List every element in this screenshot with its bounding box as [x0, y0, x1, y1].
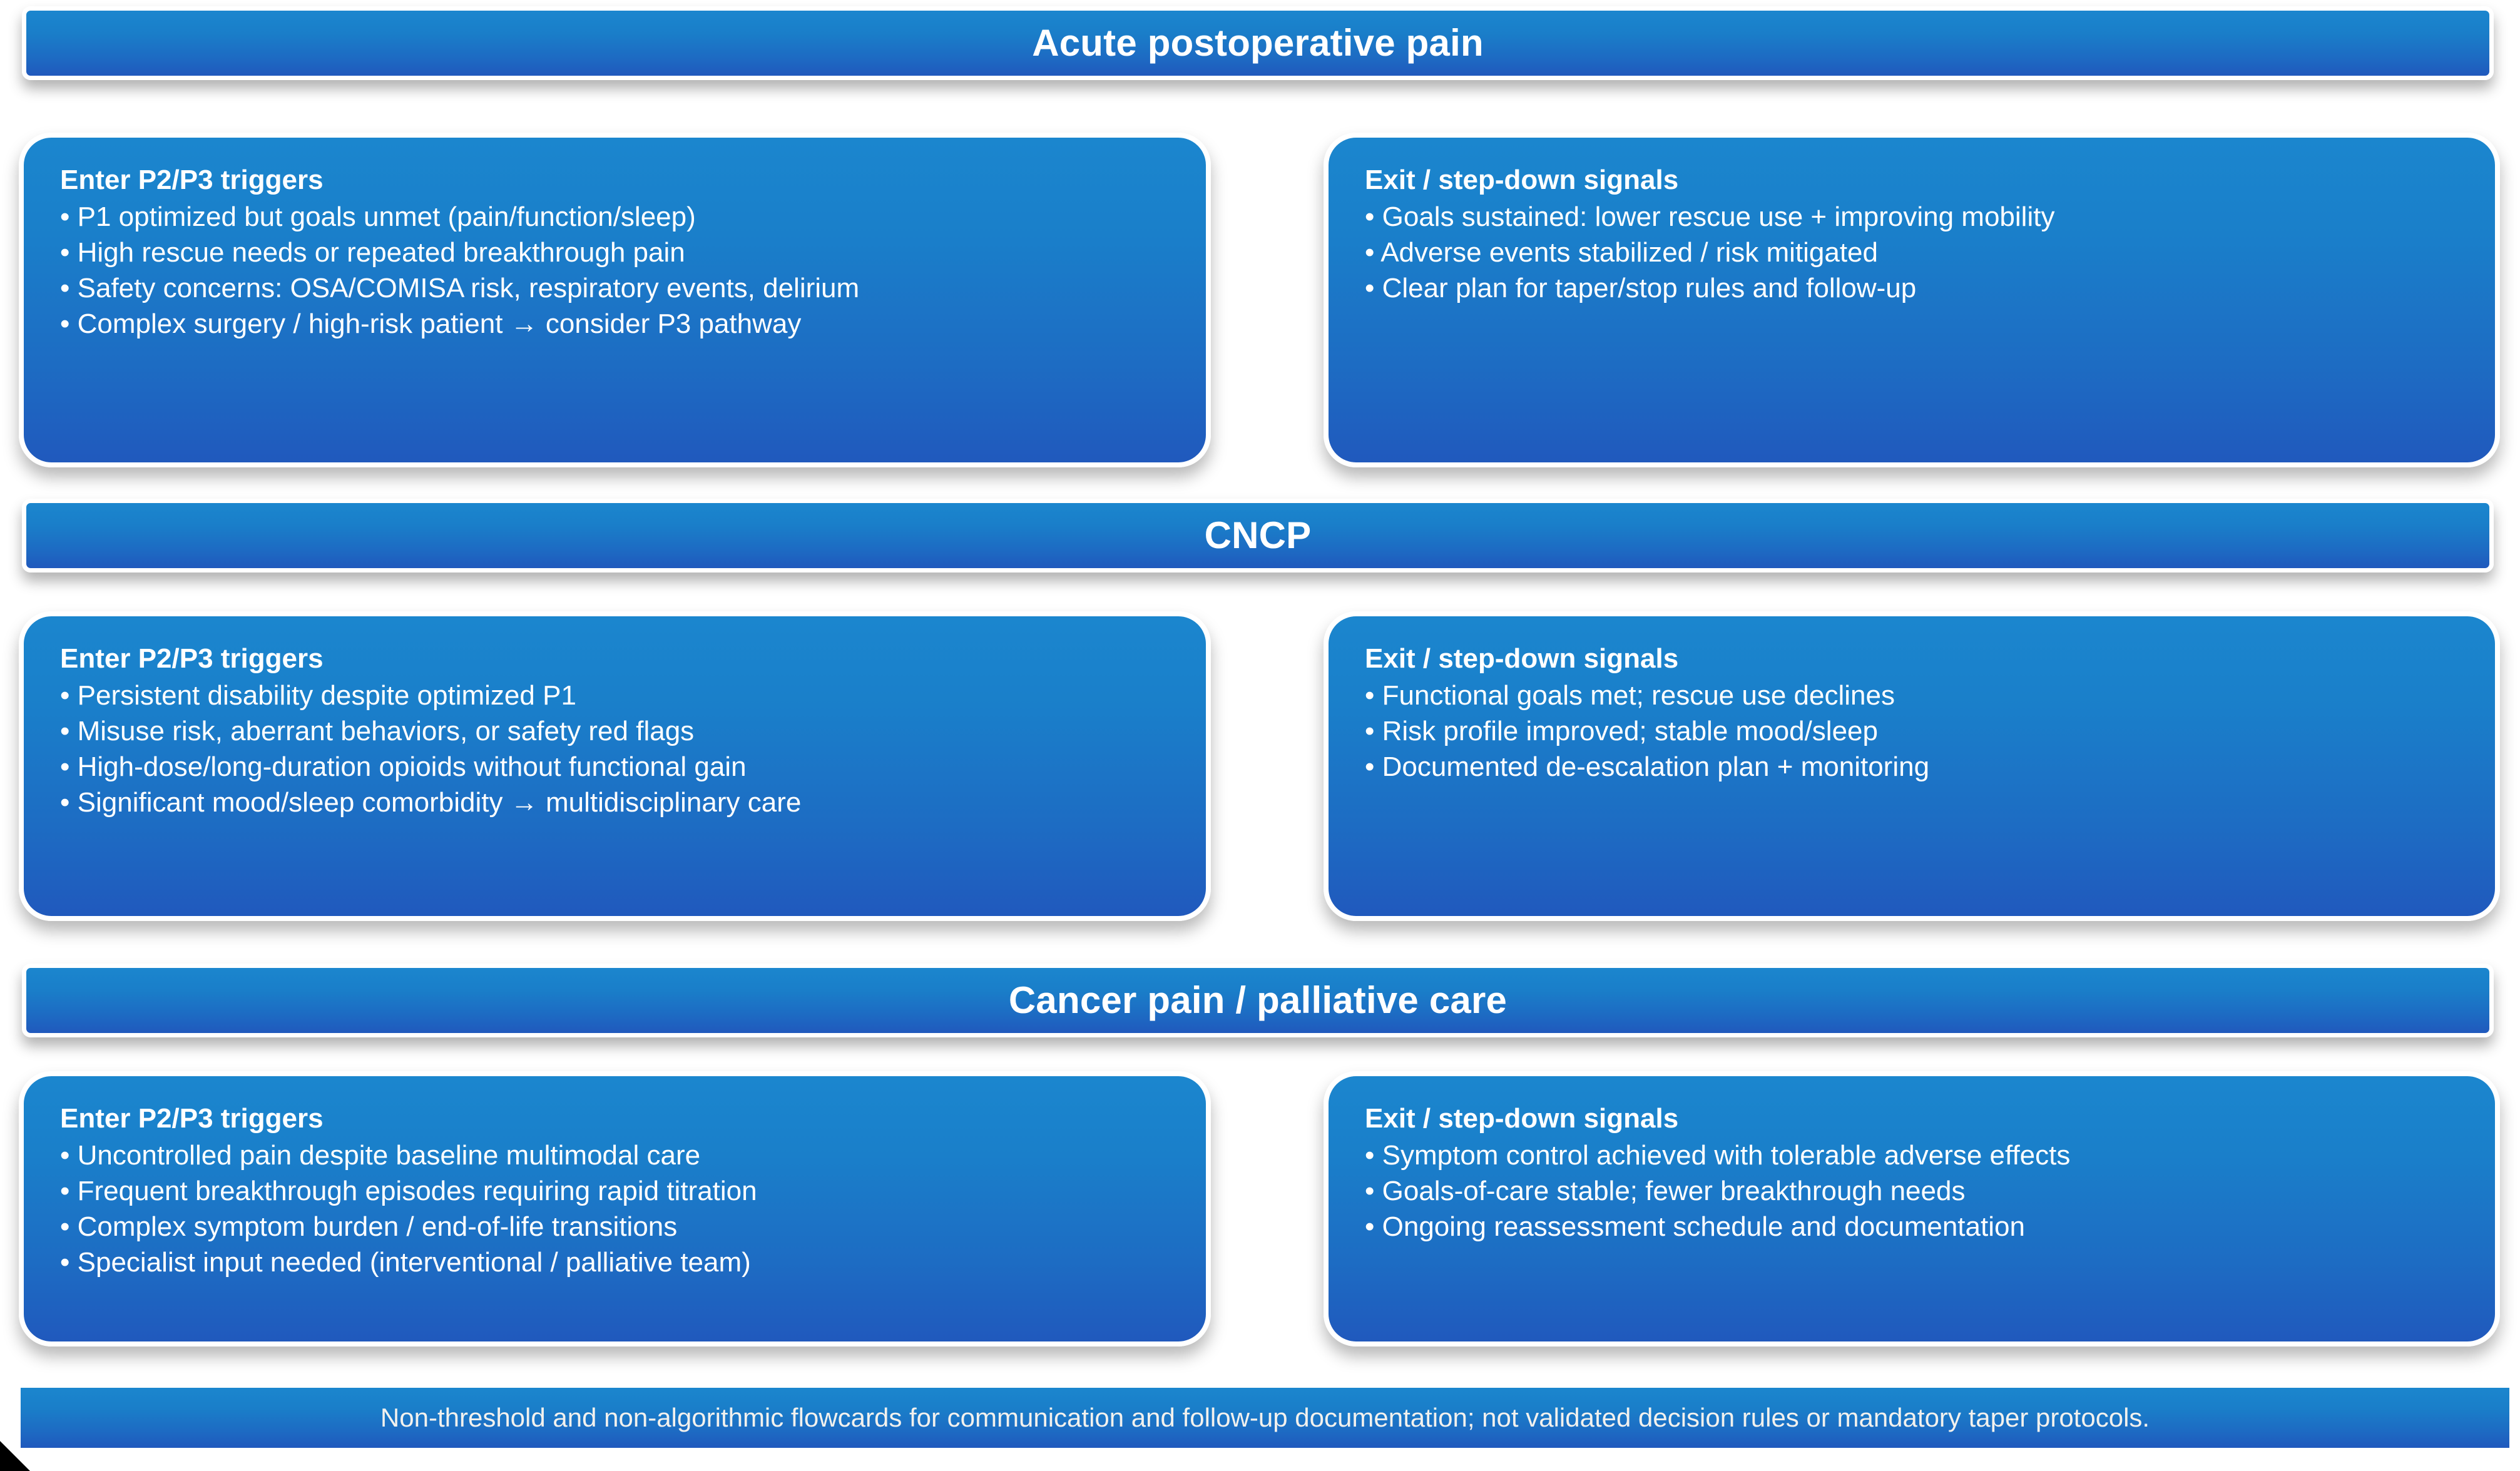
card-heading: Enter P2/P3 triggers — [60, 165, 324, 195]
card-enter-triggers-acute: Enter P2/P3 triggers • P1 optimized but … — [19, 133, 1211, 467]
card-enter-triggers-cncp: Enter P2/P3 triggers • Persistent disabi… — [19, 611, 1211, 921]
card-heading: Exit / step-down signals — [1365, 643, 1679, 674]
card-heading: Exit / step-down signals — [1365, 1103, 1679, 1134]
list-item: • P1 optimized but goals unmet (pain/fun… — [60, 201, 696, 232]
section-header-acute-postoperative-pain: Acute postoperative pain — [22, 6, 2494, 80]
list-item: • Misuse risk, aberrant behaviors, or sa… — [60, 716, 695, 747]
list-item: • Uncontrolled pain despite baseline mul… — [60, 1139, 701, 1171]
list-item: • High rescue needs or repeated breakthr… — [60, 237, 685, 268]
card-exit-signals-acute: Exit / step-down signals • Goals sustain… — [1324, 133, 2500, 467]
list-item: • High-dose/long-duration opioids withou… — [60, 751, 747, 783]
list-item: • Frequent breakthrough episodes requiri… — [60, 1176, 757, 1207]
list-item: • Specialist input needed (interventiona… — [60, 1247, 751, 1278]
list-item: • Complex surgery / high-risk patient → … — [60, 308, 802, 340]
list-item: • Persistent disability despite optimize… — [60, 680, 576, 711]
list-item: • Risk profile improved; stable mood/sle… — [1365, 716, 1878, 747]
section-header-cancer-pain-palliative-care: Cancer pain / palliative care — [22, 964, 2494, 1037]
list-item: • Complex symptom burden / end-of-life t… — [60, 1211, 678, 1243]
section-title: Cancer pain / palliative care — [1008, 979, 1507, 1021]
section-header-cncp: CNCP — [22, 499, 2494, 573]
footer-note-text: Non-threshold and non-algorithmic flowca… — [380, 1403, 2150, 1432]
card-heading: Exit / step-down signals — [1365, 165, 1679, 195]
card-bullet-list: • Persistent disability despite optimize… — [60, 678, 1173, 821]
section-title: Acute postoperative pain — [1032, 22, 1484, 64]
list-item: • Goals-of-care stable; fewer breakthrou… — [1365, 1176, 1966, 1207]
card-bullet-list: • Functional goals met; rescue use decli… — [1365, 678, 2462, 785]
footer-note-bar: Non-threshold and non-algorithmic flowca… — [21, 1388, 2509, 1448]
card-bullet-list: • P1 optimized but goals unmet (pain/fun… — [60, 199, 1173, 342]
card-bullet-list: • Uncontrolled pain despite baseline mul… — [60, 1138, 1173, 1281]
list-item: • Goals sustained: lower rescue use + im… — [1365, 201, 2055, 232]
list-item: • Clear plan for taper/stop rules and fo… — [1365, 273, 1917, 304]
list-item: • Ongoing reassessment schedule and docu… — [1365, 1211, 2025, 1243]
section-title: CNCP — [1204, 514, 1312, 556]
list-item: • Significant mood/sleep comorbidity → m… — [60, 787, 802, 818]
list-item: • Symptom control achieved with tolerabl… — [1365, 1139, 2071, 1171]
list-item: • Safety concerns: OSA/COMISA risk, resp… — [60, 273, 860, 304]
list-item: • Adverse events stabilized / risk mitig… — [1365, 237, 1878, 268]
corner-artifact — [0, 1441, 30, 1471]
card-exit-signals-cncp: Exit / step-down signals • Functional go… — [1324, 611, 2500, 921]
card-bullet-list: • Goals sustained: lower rescue use + im… — [1365, 199, 2462, 307]
card-exit-signals-cancer: Exit / step-down signals • Symptom contr… — [1324, 1071, 2500, 1346]
card-enter-triggers-cancer: Enter P2/P3 triggers • Uncontrolled pain… — [19, 1071, 1211, 1346]
card-heading: Enter P2/P3 triggers — [60, 1103, 324, 1134]
card-bullet-list: • Symptom control achieved with tolerabl… — [1365, 1138, 2462, 1245]
card-heading: Enter P2/P3 triggers — [60, 643, 324, 674]
list-item: • Functional goals met; rescue use decli… — [1365, 680, 1895, 711]
list-item: • Documented de-escalation plan + monito… — [1365, 751, 1930, 783]
